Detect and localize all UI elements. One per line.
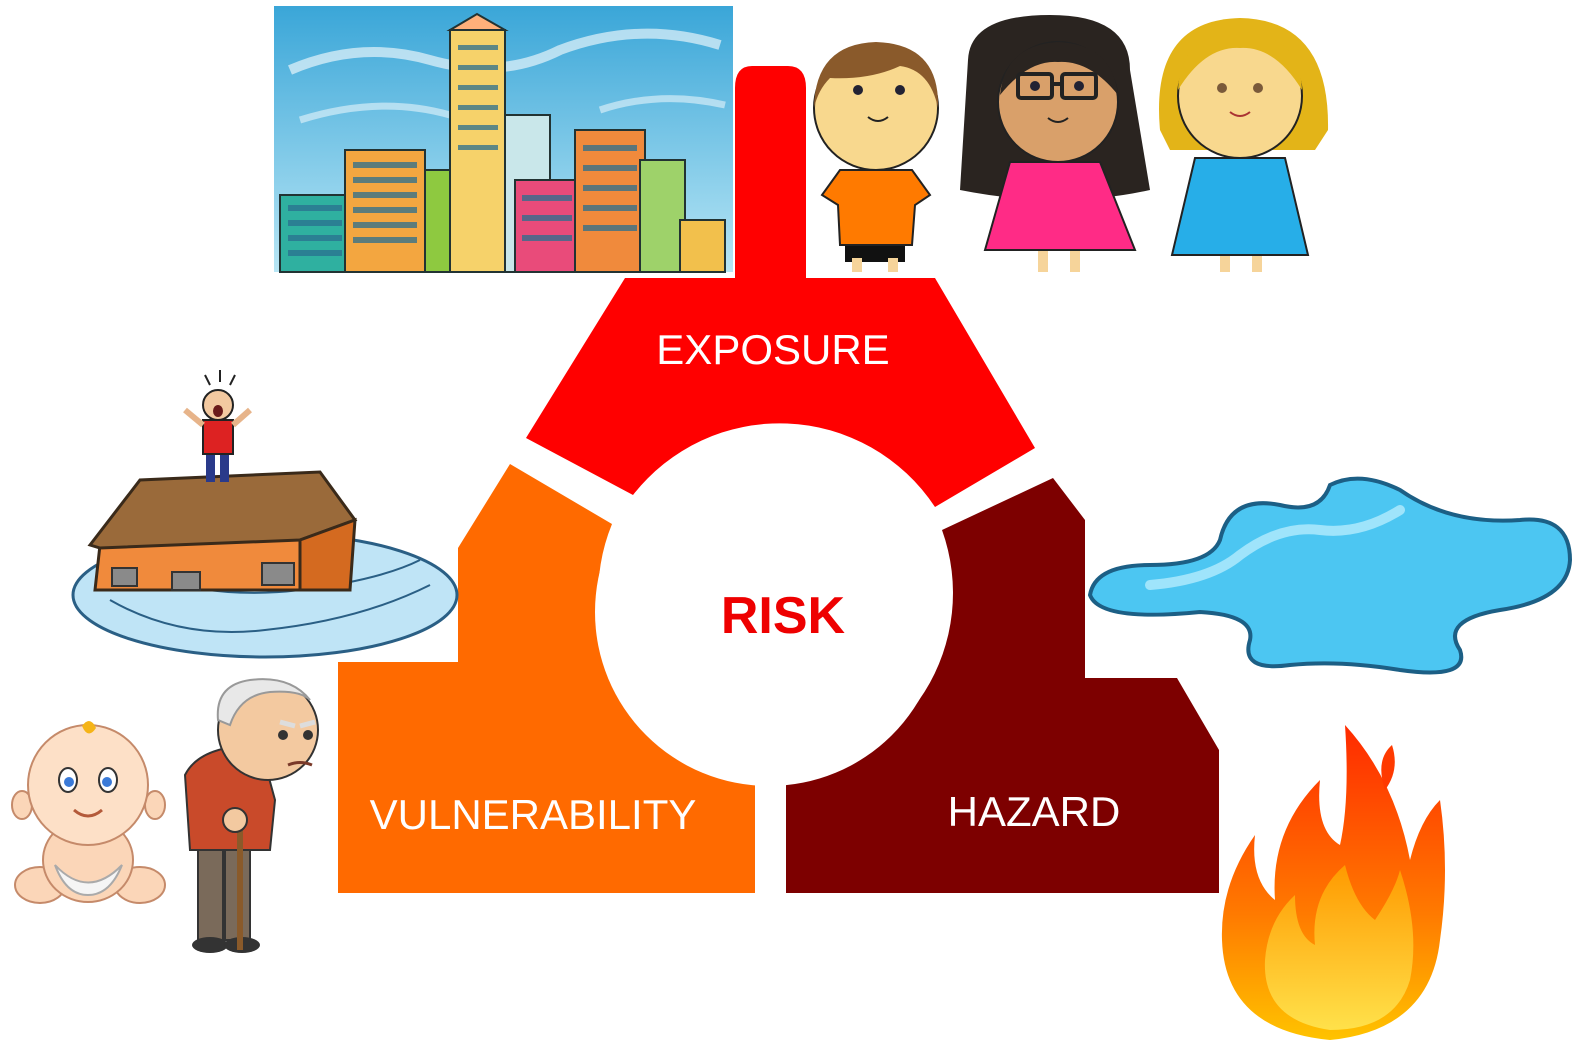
hazard-shape <box>786 478 1219 893</box>
baby-and-elderly-illustration <box>11 678 319 953</box>
hazard-segment: HAZARD <box>786 478 1219 893</box>
elderly-man-icon <box>183 678 319 953</box>
vulnerability-label: VULNERABILITY <box>370 791 697 838</box>
exposure-segment: EXPOSURE <box>526 66 1035 507</box>
risk-label: RISK <box>721 587 846 645</box>
risk-circle <box>595 438 943 786</box>
exposure-shape <box>526 66 1035 507</box>
child-blue-icon <box>1159 18 1329 272</box>
hazard-label: HAZARD <box>948 788 1121 835</box>
child-pink-icon <box>960 15 1150 272</box>
vulnerability-shape <box>338 464 755 893</box>
fire-illustration <box>1221 725 1445 1040</box>
water-puddle-illustration <box>1087 476 1573 675</box>
flooded-house-illustration <box>71 370 459 659</box>
vulnerability-segment: VULNERABILITY <box>338 464 755 893</box>
people-group-illustration <box>813 15 1329 272</box>
baby-icon <box>11 720 166 904</box>
exposure-label: EXPOSURE <box>656 326 889 373</box>
child-orange-icon <box>813 42 939 272</box>
city-buildings-illustration <box>274 6 733 273</box>
risk-center: RISK <box>595 438 943 786</box>
